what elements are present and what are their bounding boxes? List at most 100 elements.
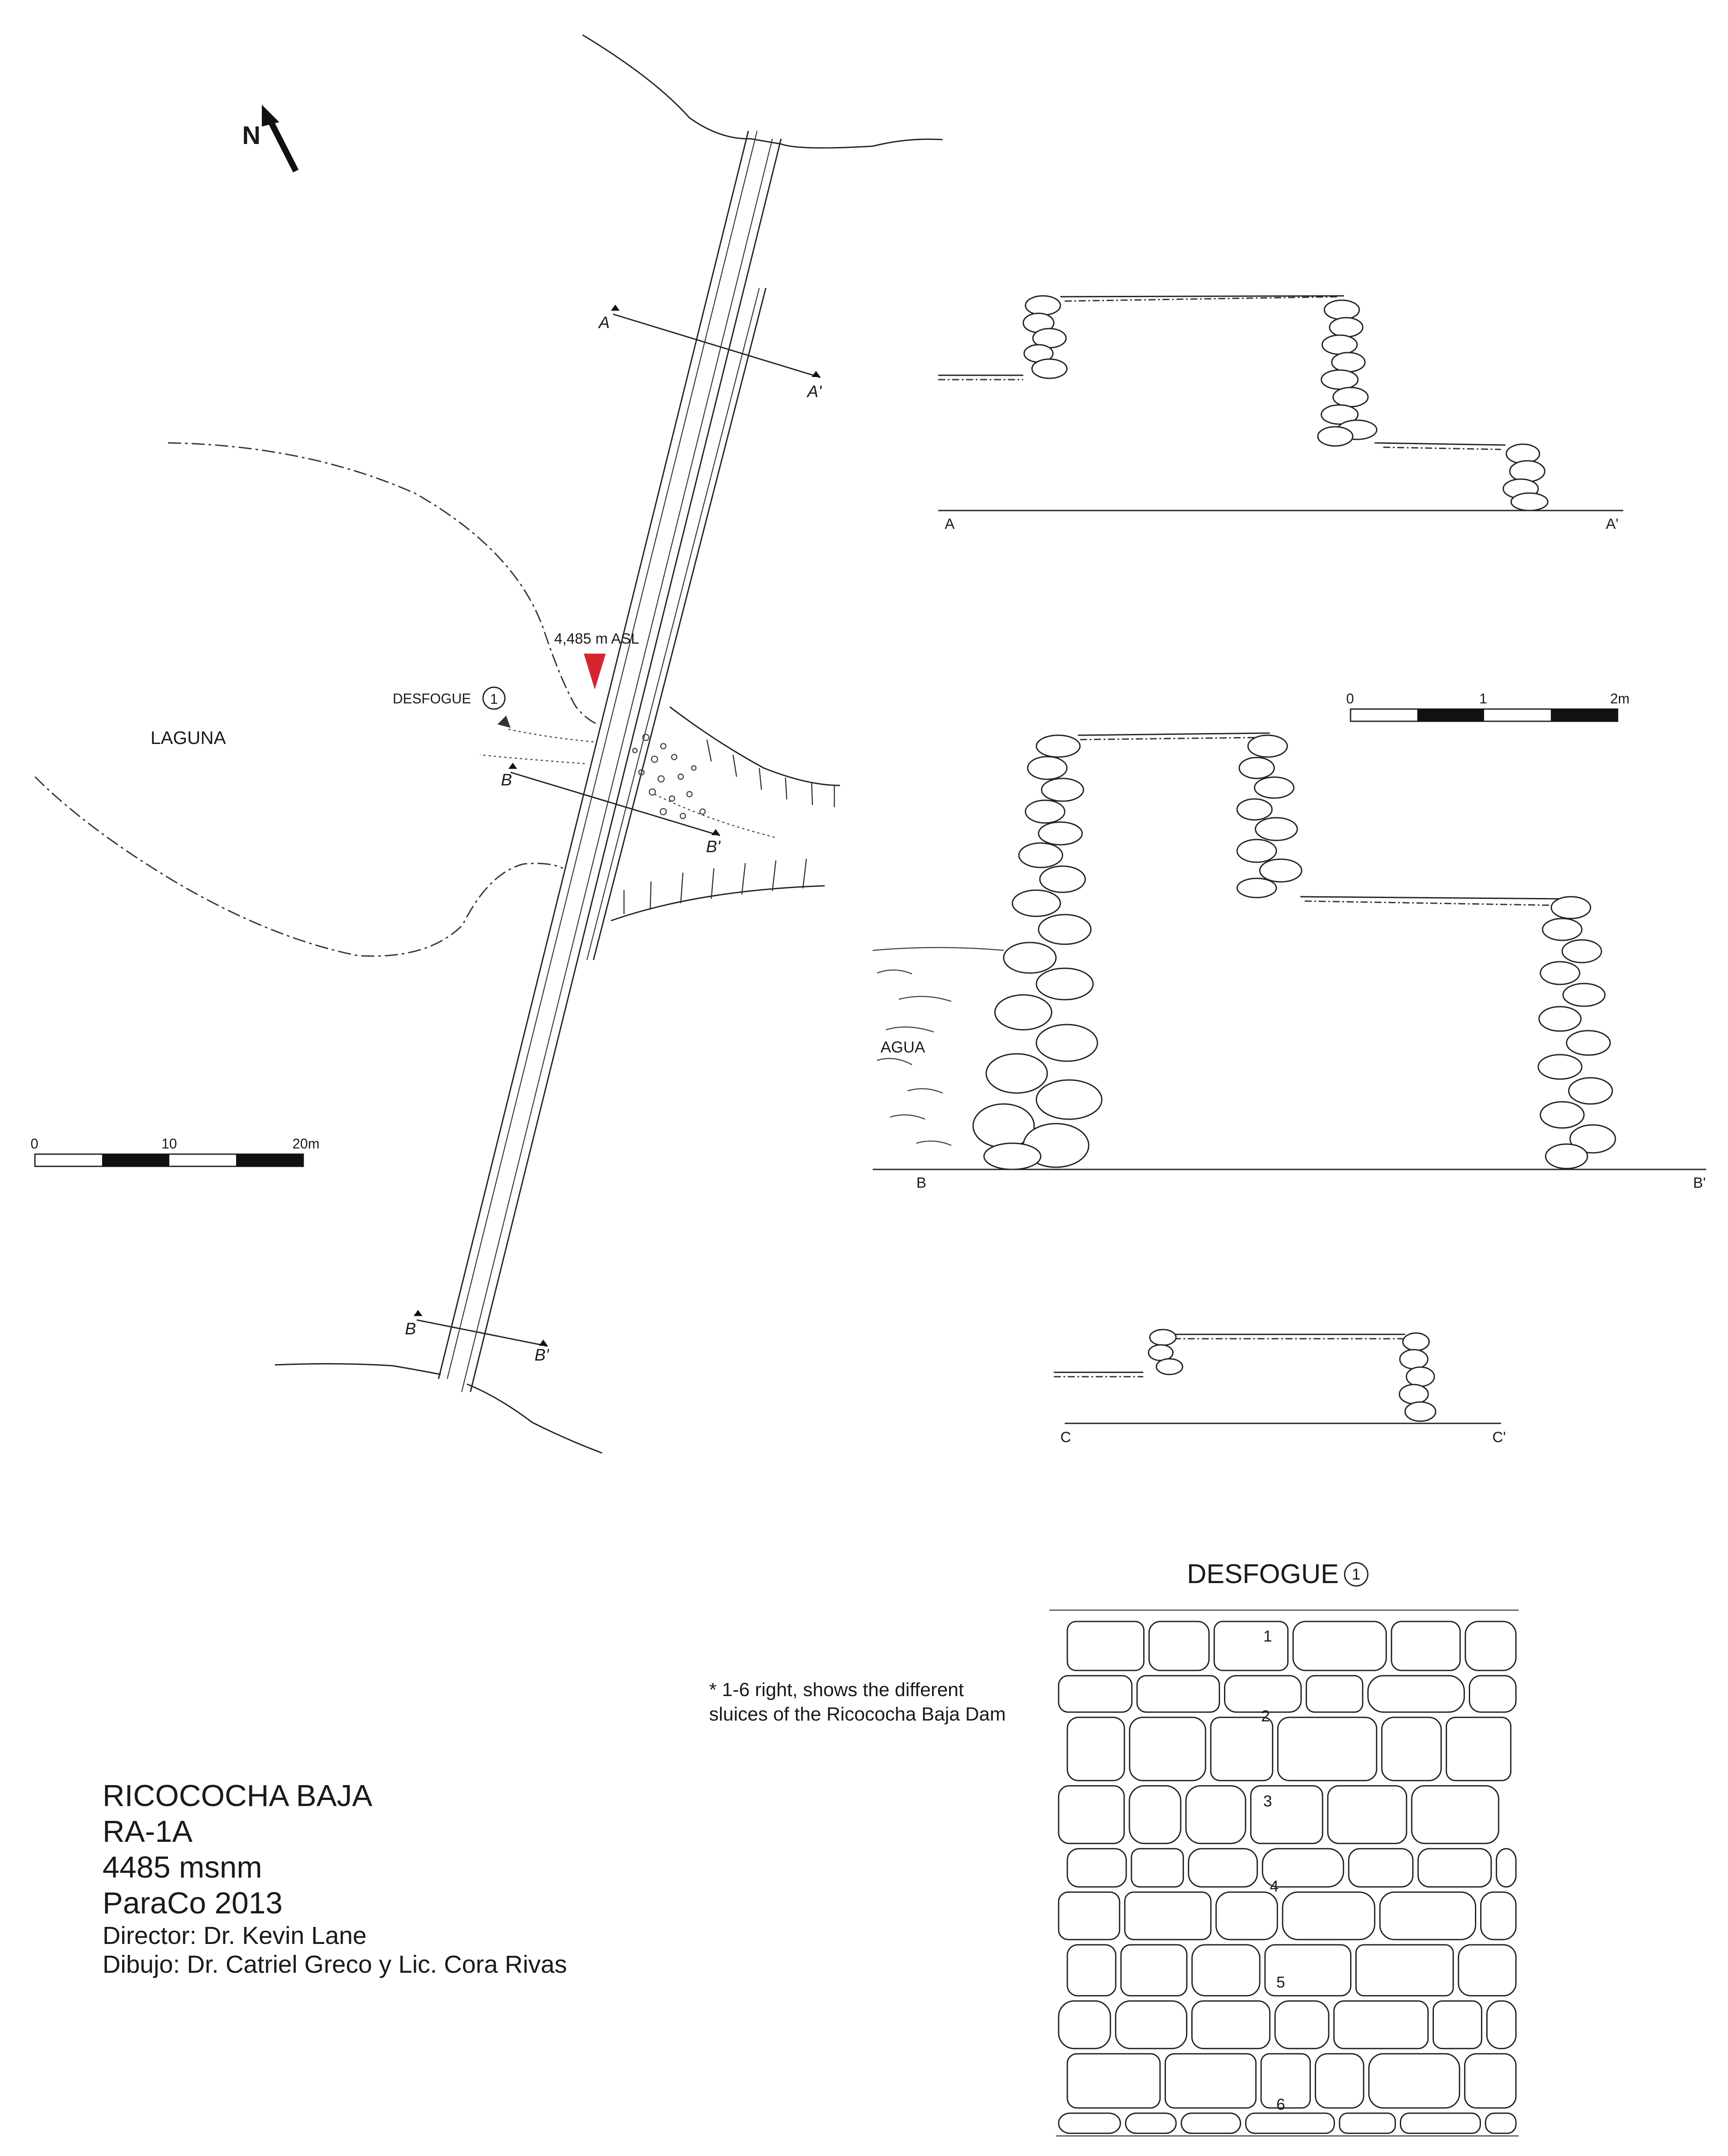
outlet-stone — [1464, 1621, 1517, 1671]
outlet-stone — [1125, 2112, 1177, 2134]
sluice-number-3: 3 — [1263, 1792, 1272, 1810]
section-a-end: A' — [806, 383, 822, 401]
profile-b-wall-right — [1537, 896, 1616, 1169]
outlet-channel-lower — [480, 754, 585, 764]
elevation-marker — [584, 654, 606, 689]
section-line-b-bottom: B B' — [405, 1310, 549, 1364]
outlet-stone — [1433, 2000, 1482, 2050]
outlet-stone — [1058, 1785, 1125, 1844]
sluice-number-6: 6 — [1276, 2095, 1285, 2113]
outlet-stone — [1400, 2112, 1481, 2134]
profile-b: AGUA — [872, 732, 1706, 1191]
profile-scale-bar: 0 1 2m — [1346, 691, 1629, 722]
scarp-line-lower — [610, 885, 825, 922]
profile-a: A A' — [938, 295, 1623, 532]
outlet-stone — [1411, 1785, 1499, 1844]
section-line-b-mid: B B' — [501, 763, 721, 856]
outlet-stone — [1282, 1891, 1375, 1940]
plan-scale-tick-10: 10 — [161, 1136, 177, 1152]
outlet-stone — [1058, 1675, 1133, 1713]
outlet-stone — [1464, 2053, 1517, 2109]
profile-a-wall-right — [1502, 443, 1549, 511]
outlet-stone — [1315, 2053, 1365, 2109]
section-b-bottom-end: B' — [535, 1346, 549, 1364]
profile-a-end: A' — [1606, 516, 1618, 532]
outlet-stone — [1058, 1891, 1121, 1940]
sluice-note-line2: sluices of the Ricocochа Baja Dam — [709, 1704, 1006, 1725]
outlet-stone — [1495, 1848, 1517, 1888]
project-name: ParaCo 2013 — [103, 1885, 283, 1920]
outlet-stonework — [1049, 1609, 1519, 2137]
outlet-frame — [1049, 1609, 1519, 2137]
lagoon-shore — [168, 442, 598, 725]
outlet-stone — [1480, 1891, 1517, 1940]
outlet-stone — [1180, 2112, 1241, 2134]
plan-view: LAGUNA — [31, 34, 943, 1454]
outlet-stone — [1131, 1848, 1184, 1888]
profile-a-wall-left — [1022, 295, 1068, 379]
profile-b-end: B' — [1693, 1175, 1706, 1191]
outlet-arrow — [497, 716, 511, 728]
outlet-stone — [1446, 1717, 1512, 1782]
section-b-mid-start: B — [501, 771, 512, 789]
outlet-stone — [1486, 2000, 1517, 2050]
outlet-stone — [1224, 1675, 1302, 1713]
outlet-stone — [1485, 2112, 1517, 2134]
outlet-number: 1 — [490, 691, 498, 707]
outlet-stone — [1191, 2000, 1271, 2050]
outlet-label: DESFOGUE — [393, 691, 471, 706]
outlet-elevation-title: DESFOGUE 1 — [1187, 1559, 1368, 1590]
sluice-number-2: 2 — [1261, 1707, 1270, 1725]
outlet-stone — [1215, 1891, 1278, 1940]
sluice-note-line1: * 1-6 right, shows the different — [709, 1679, 964, 1700]
outlet-stone — [1348, 1848, 1414, 1888]
outlet-stone — [1124, 1891, 1212, 1940]
profile-c-start: C — [1060, 1429, 1071, 1446]
outlet-stone — [1164, 2053, 1257, 2109]
plan-scale-bar: 0 10 20m — [31, 1136, 319, 1167]
outlet-stone — [1066, 1717, 1125, 1782]
outlet-stone — [1368, 2053, 1461, 2109]
outlet-stone — [1367, 1675, 1465, 1713]
north-label: N — [242, 121, 261, 150]
outlet-stone — [1457, 1944, 1517, 1997]
profile-c-wall-right — [1399, 1332, 1437, 1422]
outlet-stone — [1128, 1785, 1182, 1844]
outlet-elevation-number: 1 — [1344, 1562, 1368, 1587]
site-name: RICOCOCHA BAJA — [103, 1779, 373, 1813]
outlet-stone — [1066, 1848, 1127, 1888]
section-line-a: A A' — [598, 305, 822, 401]
profile-b-wall-left — [972, 734, 1103, 1170]
outlet-stone — [1066, 1621, 1145, 1671]
site-altitude: 4485 msnm — [103, 1850, 262, 1884]
outlet-stone — [1262, 1848, 1344, 1888]
profile-a-wall-middle — [1317, 299, 1378, 447]
section-a-start: A — [598, 314, 610, 332]
outlet-stone — [1245, 2112, 1335, 2134]
outlet-stone — [1250, 1785, 1323, 1844]
profile-c-end: C' — [1492, 1429, 1506, 1446]
outlet-stone — [1210, 1717, 1273, 1782]
plan-scale-tick-20: 20m — [292, 1136, 319, 1152]
lagoon-shore-lower — [34, 776, 563, 957]
outlet-stone — [1148, 1621, 1210, 1671]
profile-b-wall-middle — [1236, 734, 1303, 898]
outlet-number-circle — [482, 686, 506, 710]
outlet-stone — [1327, 1785, 1407, 1844]
title-block: RICOCOCHA BAJA RA-1A 4485 msnm ParaCo 20… — [103, 1778, 567, 1979]
scarp-hatching — [623, 739, 835, 914]
outlet-elevation-title-text: DESFOGUE — [1187, 1559, 1339, 1589]
outlet-stone — [1115, 2000, 1187, 2050]
profile-scale-tick-1: 1 — [1479, 691, 1487, 706]
rubble-stones — [632, 734, 706, 819]
outlet-stone — [1391, 1621, 1461, 1671]
plan-scale-tick-0: 0 — [31, 1136, 38, 1152]
outlet-stone — [1417, 1848, 1492, 1888]
profile-scale-tick-0: 0 — [1346, 691, 1354, 706]
profile-b-start: B — [916, 1175, 926, 1191]
outlet-stone — [1120, 1944, 1188, 1997]
outlet-stone — [1292, 1621, 1387, 1671]
water-label: AGUA — [881, 1038, 925, 1056]
outlet-stone — [1136, 1675, 1220, 1713]
